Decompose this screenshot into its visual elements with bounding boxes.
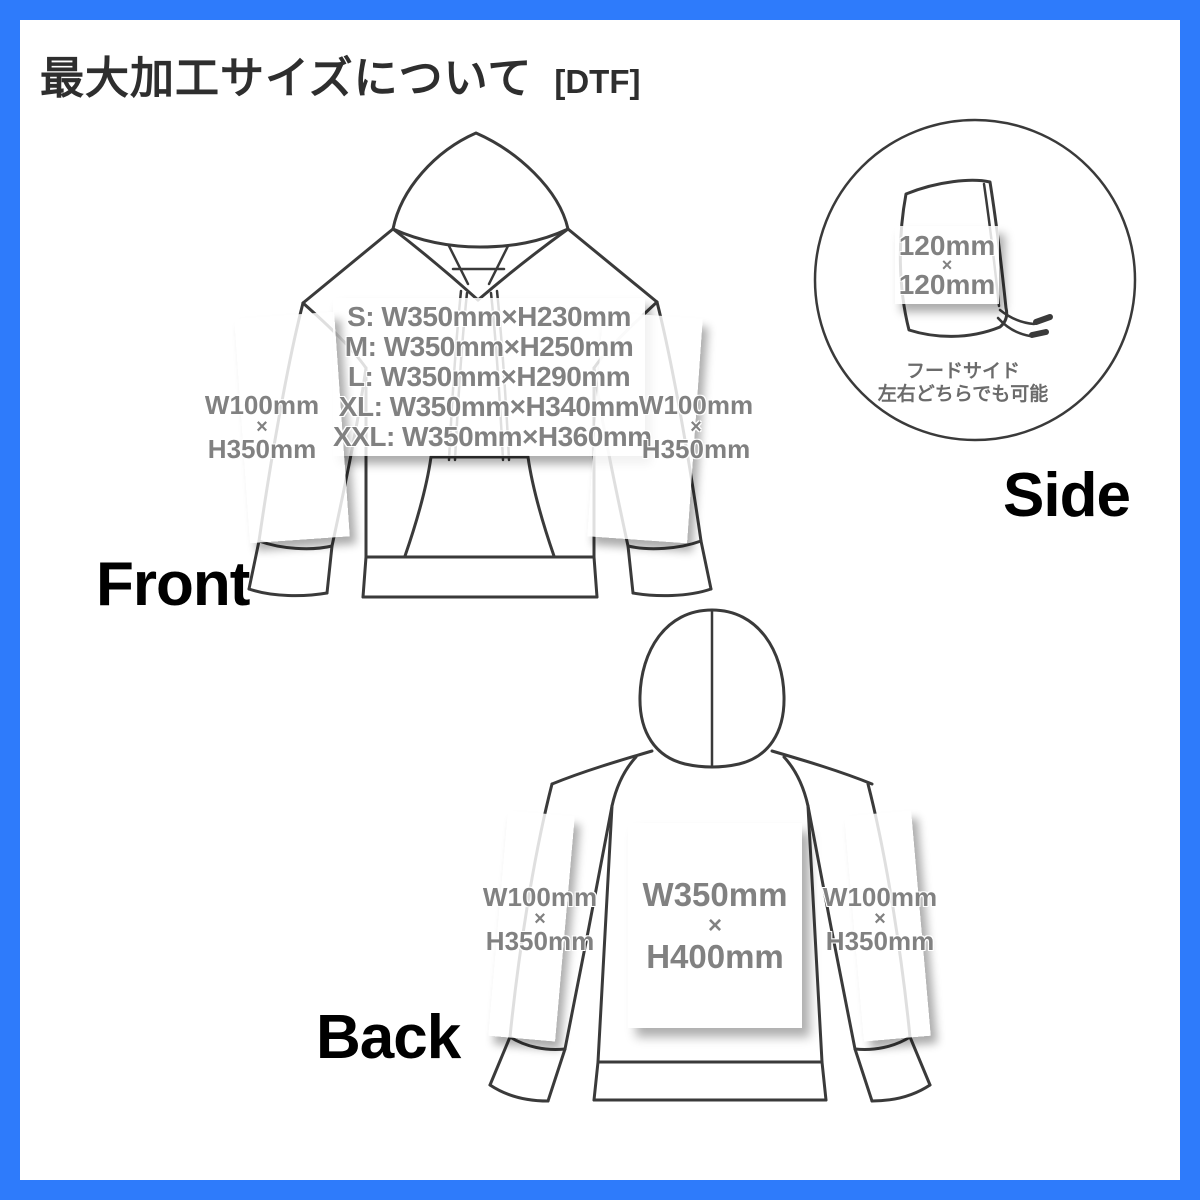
times-sign: × <box>874 908 886 930</box>
caption-line-1: フードサイド <box>905 361 1020 382</box>
print-height: H400mm <box>646 937 784 975</box>
size-line-m: M: W350mm×H250mm <box>344 331 634 362</box>
size-line-s: S: W350mm×H230mm <box>347 301 631 332</box>
caption-line-2: 左右どちらでも可能 <box>877 384 1049 405</box>
sleeve-height: H350mm <box>825 926 935 956</box>
drawstring-toggle <box>1033 314 1053 325</box>
print-method-tag: [DTF] <box>554 63 641 100</box>
times-sign: × <box>707 911 722 939</box>
page-title: 最大加工サイズについて [DTF] <box>40 42 641 106</box>
back-left-sleeve-size: W100mm × H350mm <box>474 884 606 954</box>
size-line-xxl: XXL: W350mm×H360mm <box>333 421 652 452</box>
print-width: 120mm <box>898 229 996 261</box>
side-view-label: Side <box>1003 461 1131 530</box>
front-left-sleeve-size: W100mm × H350mm <box>196 392 328 462</box>
sleeve-width: W100mm <box>822 882 938 912</box>
side-hood-caption: フードサイド 左右どちらでも可能 <box>867 360 1059 406</box>
sleeve-width: W100mm <box>204 390 320 420</box>
times-sign: × <box>941 254 953 275</box>
front-chest-print-area <box>333 298 645 456</box>
size-line-l: L: W350mm×H290mm <box>347 361 631 392</box>
size-line-xl: XL: W350mm×H340mm <box>338 391 640 422</box>
print-height: 120mm <box>898 268 996 300</box>
back-center-print-size: W350mm × H400mm <box>628 823 802 1028</box>
print-width: W350mm <box>642 875 788 913</box>
front-chest-size-list: S: W350mm×H230mm M: W350mm×H250mm L: W35… <box>333 298 652 456</box>
side-hood-print-size: 120mm × 120mm <box>895 226 999 304</box>
side-hood-print-area <box>895 226 999 304</box>
sleeve-width: W100mm <box>638 390 754 420</box>
sleeve-width: W100mm <box>482 882 598 912</box>
sleeve-height: H350mm <box>641 434 751 464</box>
times-sign: × <box>690 416 702 438</box>
back-right-sleeve-size: W100mm × H350mm <box>814 884 946 954</box>
front-view-label: Front <box>96 550 250 619</box>
back-center-print-area <box>628 823 802 1028</box>
times-sign: × <box>256 416 268 438</box>
drawstring-toggle <box>1029 329 1049 338</box>
sleeve-height: H350mm <box>485 926 595 956</box>
sleeve-height: H350mm <box>207 434 317 464</box>
back-view-label: Back <box>316 1003 461 1072</box>
front-right-sleeve-size: W100mm × H350mm <box>630 392 762 462</box>
page-title-text: 最大加工サイズについて <box>40 54 533 103</box>
times-sign: × <box>534 908 546 930</box>
